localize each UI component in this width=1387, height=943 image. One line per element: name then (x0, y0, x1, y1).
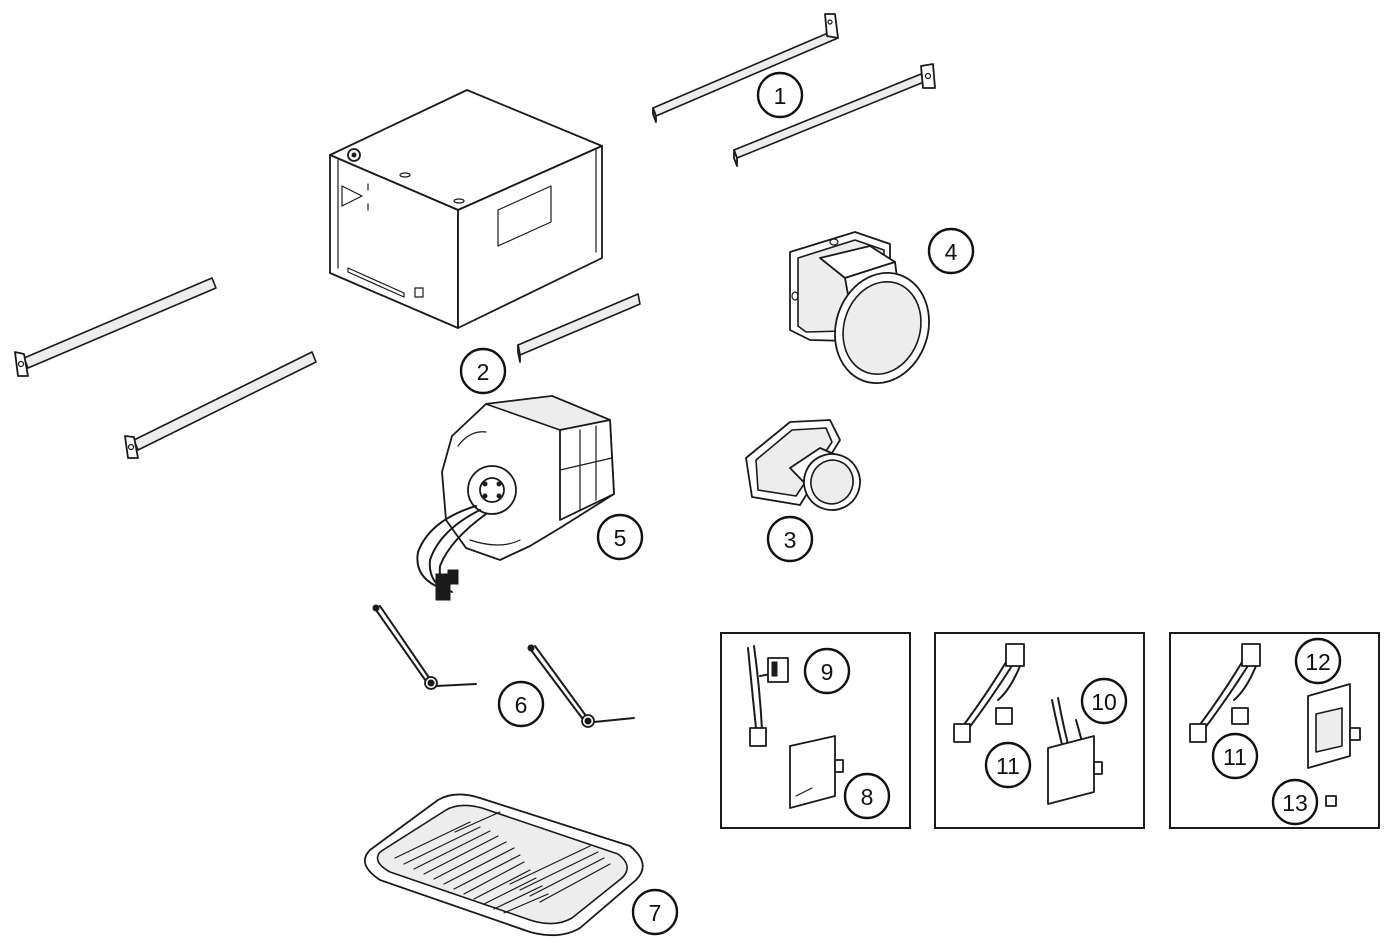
callout-1: 1 (756, 71, 804, 119)
callout-7: 7 (631, 888, 679, 936)
callout-13-label: 13 (1282, 790, 1308, 816)
callout-11-box-3: 11 (1211, 732, 1259, 780)
callout-8-label: 8 (861, 784, 874, 810)
callout-12: 12 (1294, 637, 1342, 685)
callout-9-label: 9 (821, 659, 834, 685)
callout-4: 4 (927, 227, 975, 275)
part-1-mounting-brackets (652, 13, 936, 167)
part-4-duct-connector (789, 231, 930, 385)
part-7-grille (363, 793, 644, 937)
callout-3: 3 (766, 515, 814, 563)
part-2-housing (329, 89, 603, 329)
callout-1-label: 1 (774, 83, 787, 109)
callout-8: 8 (843, 772, 891, 820)
callout-3-label: 3 (784, 527, 797, 553)
callout-11b-label: 11 (1223, 744, 1247, 770)
callout-11a-label: 11 (996, 753, 1020, 779)
callout-5-label: 5 (614, 525, 627, 551)
callout-4-label: 4 (945, 239, 958, 265)
callout-13: 13 (1271, 778, 1319, 826)
callout-2: 2 (459, 347, 507, 395)
callout-10-label: 10 (1091, 689, 1117, 715)
callout-10: 10 (1080, 677, 1128, 725)
part-6-springs (372, 604, 635, 728)
callout-11-box-2: 11 (984, 741, 1032, 789)
part-5-blower-motor (416, 395, 615, 601)
part-2-brackets (14, 277, 641, 459)
kit-box-2 (934, 632, 1145, 829)
part-3-duct-adapter (745, 419, 861, 511)
callout-6-label: 6 (515, 692, 528, 718)
callout-12-label: 12 (1305, 649, 1331, 675)
callout-5: 5 (596, 513, 644, 561)
callout-9: 9 (803, 647, 851, 695)
callout-2-label: 2 (477, 359, 490, 385)
callout-7-label: 7 (649, 900, 662, 926)
callout-6: 6 (497, 680, 545, 728)
